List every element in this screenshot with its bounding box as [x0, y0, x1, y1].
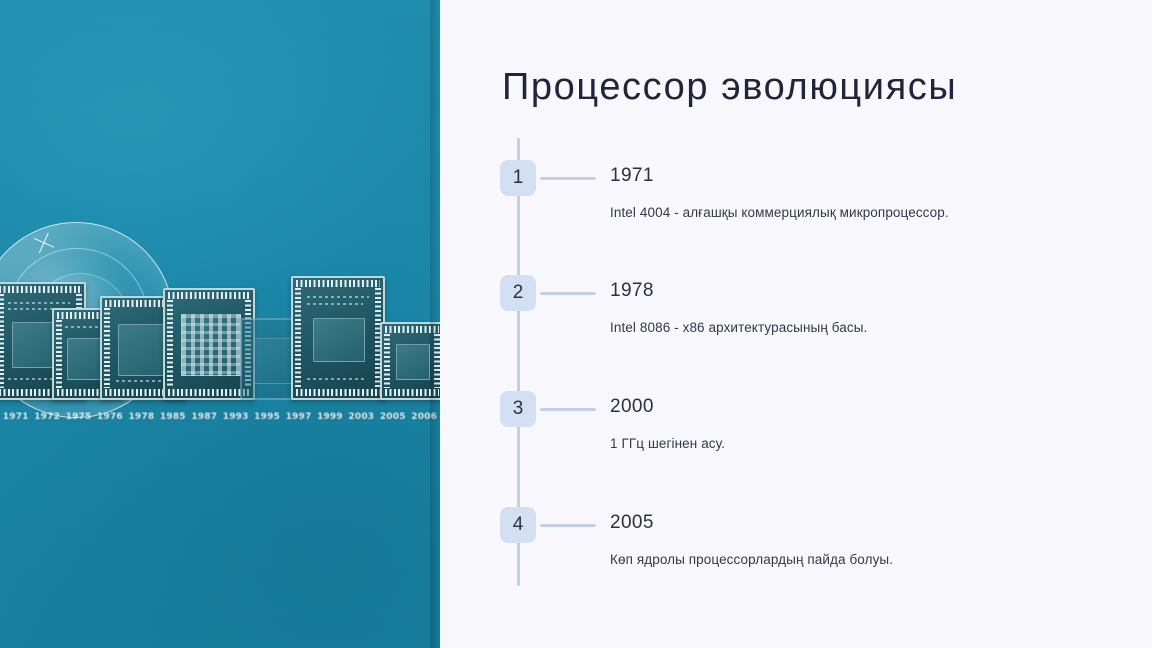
chip-7	[380, 322, 440, 400]
chip-caption: 1976	[97, 412, 123, 422]
chip-die-grid	[181, 314, 241, 376]
timeline-item-1[interactable]: 1 1971 Intel 4004 - алғашқы коммерциялық…	[440, 160, 1152, 220]
chip-pins-top	[57, 312, 119, 319]
chip-caption: 2005	[379, 412, 406, 422]
timeline-badge[interactable]: 1	[500, 160, 536, 196]
chip-pins-bottom	[385, 389, 439, 396]
timeline-description: 1 ГГц шегінен асу.	[610, 436, 726, 451]
chip-pins-left	[295, 288, 301, 388]
chip-die	[313, 318, 365, 362]
timeline-year: 2005	[610, 512, 654, 533]
timeline-connector	[540, 177, 596, 180]
panel-edge-shadow	[430, 0, 440, 648]
chip-caption: 1993	[222, 412, 249, 422]
chip-trace	[307, 378, 367, 380]
chip-pins-top	[0, 286, 81, 293]
chip-trace	[307, 303, 363, 305]
chip-caption: 2003	[348, 412, 375, 422]
chip-pins-top	[385, 326, 439, 333]
chip-pins-right	[434, 334, 440, 388]
chip-pins-right	[375, 288, 381, 388]
chip-caption: 1997	[285, 412, 312, 422]
chip-pins-bottom	[296, 389, 380, 396]
timeline-spine	[516, 138, 520, 586]
chip-pins-top	[168, 292, 250, 299]
timeline-badge[interactable]: 4	[500, 507, 536, 543]
chip-caption: 1999	[317, 412, 343, 422]
chip-pins-left	[104, 308, 110, 388]
chip-caption: 1971	[2, 412, 29, 422]
timeline-item-4[interactable]: 4 2005 Көп ядролы процессорлардың пайда …	[440, 507, 1152, 567]
timeline-connector	[540, 408, 596, 411]
chip-pins-bottom	[0, 389, 81, 396]
chip-pins-left	[167, 300, 173, 388]
timeline-badge[interactable]: 2	[500, 275, 536, 311]
timeline-badge[interactable]: 3	[500, 391, 536, 427]
timeline-year: 2000	[610, 396, 654, 417]
timeline-item-2[interactable]: 2 1978 Intel 8086 - x86 архитектурасының…	[440, 275, 1152, 335]
processor-chip-row	[0, 270, 440, 400]
page-title: Процессор эволюциясы	[502, 66, 958, 108]
chip-die	[396, 344, 430, 380]
chip-caption: 1972	[34, 412, 61, 422]
chip-pins-top	[296, 280, 380, 287]
timeline-description: Intel 4004 - алғашқы коммерциялық микроп…	[610, 205, 949, 220]
chip-caption: 1978	[128, 412, 155, 422]
timeline-year: 1978	[610, 280, 654, 301]
chip-caption: 1987	[191, 412, 218, 422]
chip-caption: 2006	[411, 412, 438, 422]
chip-trace	[8, 308, 62, 310]
chip-6	[291, 276, 385, 400]
chip-trace	[8, 302, 70, 304]
timeline-description: Intel 8086 - x86 архитектурасының басы.	[610, 320, 868, 335]
chip-pins-bottom	[105, 389, 181, 396]
timeline-connector	[540, 524, 596, 527]
timeline-item-3[interactable]: 3 2000 1 ГГц шегінен асу.	[440, 391, 1152, 451]
chip-caption-row: 1971 1972 1975 1976 1978 1985 1987 1993 …	[0, 408, 440, 426]
chip-caption: 1975	[65, 412, 92, 422]
chip-trace	[8, 378, 68, 380]
chip-trace	[307, 296, 369, 298]
chip-trace	[65, 326, 111, 328]
chip-caption: 1985	[159, 412, 186, 422]
image-panel: 1971 1972 1975 1976 1978 1985 1987 1993 …	[0, 0, 440, 648]
chip-pins-bottom	[57, 389, 119, 396]
chip-pins-bottom	[168, 389, 250, 396]
chip-pins-left	[56, 320, 62, 388]
timeline-year: 1971	[610, 165, 654, 186]
chip-caption: 1995	[254, 412, 281, 422]
chip-pins-top	[105, 300, 181, 307]
content-area: Процессор эволюциясы 1 1971 Intel 4004 -…	[440, 0, 1152, 648]
chip-pins-left	[384, 334, 390, 388]
timeline-connector	[540, 292, 596, 295]
chip-trace	[116, 380, 172, 382]
timeline-description: Көп ядролы процессорлардың пайда болуы.	[610, 552, 894, 567]
chip-pins-left	[0, 294, 4, 388]
